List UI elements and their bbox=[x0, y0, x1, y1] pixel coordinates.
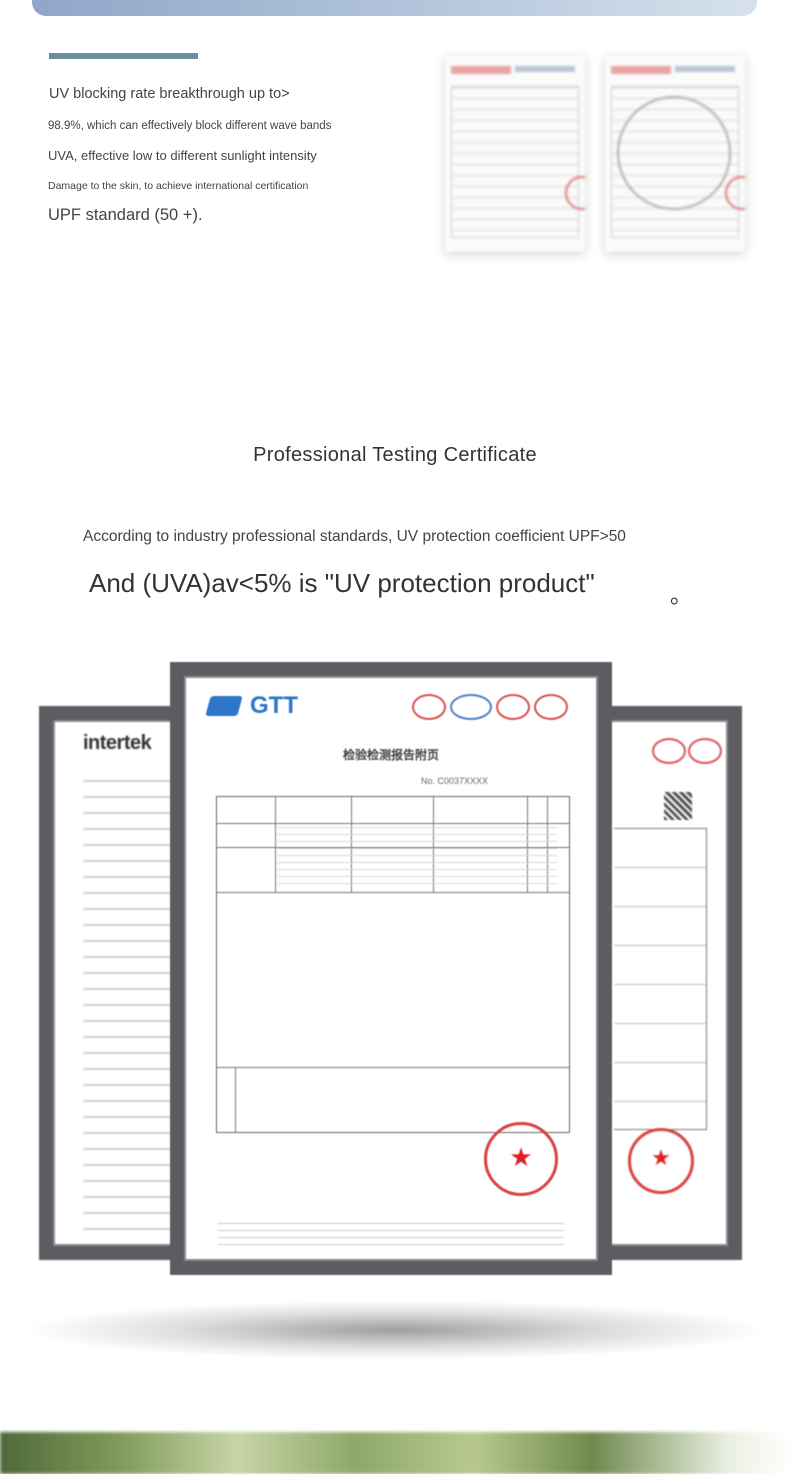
report-title: 检验检测报告附页 bbox=[342, 748, 439, 762]
report-header-logo bbox=[515, 66, 575, 72]
qr-code-icon bbox=[664, 792, 692, 820]
uv-info-line: 98.9%, which can effectively block diffe… bbox=[48, 120, 332, 132]
uva-statement: And (UVA)av<5% is "UV protection product… bbox=[89, 568, 595, 598]
certificate-right bbox=[592, 706, 742, 1260]
section-title: Professional Testing Certificate bbox=[253, 444, 537, 466]
report-number: No. C0037XXXX bbox=[420, 776, 488, 786]
gtt-logo: GTT bbox=[250, 692, 298, 719]
accent-bar bbox=[49, 53, 198, 59]
report-header-logo bbox=[451, 66, 511, 74]
standards-text: According to industry professional stand… bbox=[83, 528, 626, 545]
table-row bbox=[217, 892, 569, 893]
table-header bbox=[217, 797, 569, 824]
accreditation-logos bbox=[612, 738, 722, 764]
certificate-gtt: GTT 检验检测报告附页 No. C0037XXXX bbox=[170, 662, 612, 1275]
cnas-badge-icon bbox=[450, 694, 492, 720]
certificate-intertek: intertek bbox=[39, 706, 189, 1260]
test-report-thumbnail bbox=[445, 56, 585, 252]
intertek-logo: intertek bbox=[83, 732, 152, 754]
floor-shadow bbox=[20, 1300, 770, 1360]
accreditation-badge-icon bbox=[688, 738, 722, 764]
magnifier-icon bbox=[617, 96, 731, 210]
certificate-footer bbox=[218, 1223, 564, 1251]
test-report-thumbnail bbox=[605, 56, 745, 252]
report-table bbox=[451, 86, 579, 238]
gtt-logo-icon bbox=[205, 696, 243, 716]
official-seal-icon bbox=[628, 1128, 694, 1194]
uv-info-line: UVA, effective low to different sunlight… bbox=[48, 148, 317, 163]
period-mark: 。 bbox=[670, 583, 693, 608]
uv-info-line: UV blocking rate breakthrough up to> bbox=[49, 86, 290, 102]
official-seal-icon bbox=[484, 1122, 558, 1196]
certificate-text-lines bbox=[83, 780, 175, 1230]
top-banner-edge bbox=[32, 0, 757, 16]
cma-badge-icon bbox=[412, 694, 446, 720]
accreditation-logos bbox=[412, 694, 572, 720]
report-table bbox=[614, 828, 707, 1130]
report-table bbox=[216, 796, 570, 1133]
cma-badge-icon bbox=[496, 694, 530, 720]
report-header-logo bbox=[611, 66, 671, 74]
table-divider bbox=[235, 1067, 236, 1132]
accreditation-badge-icon bbox=[652, 738, 686, 764]
table-row bbox=[217, 1067, 569, 1068]
report-header-logo bbox=[675, 66, 735, 72]
table-values bbox=[277, 827, 557, 887]
ilac-badge-icon bbox=[534, 694, 568, 720]
table-divider bbox=[275, 797, 276, 892]
uv-info-line: Damage to the skin, to achieve internati… bbox=[48, 180, 309, 192]
nature-photo-strip bbox=[0, 1432, 790, 1474]
uv-info-line: UPF standard (50 +). bbox=[48, 206, 203, 224]
